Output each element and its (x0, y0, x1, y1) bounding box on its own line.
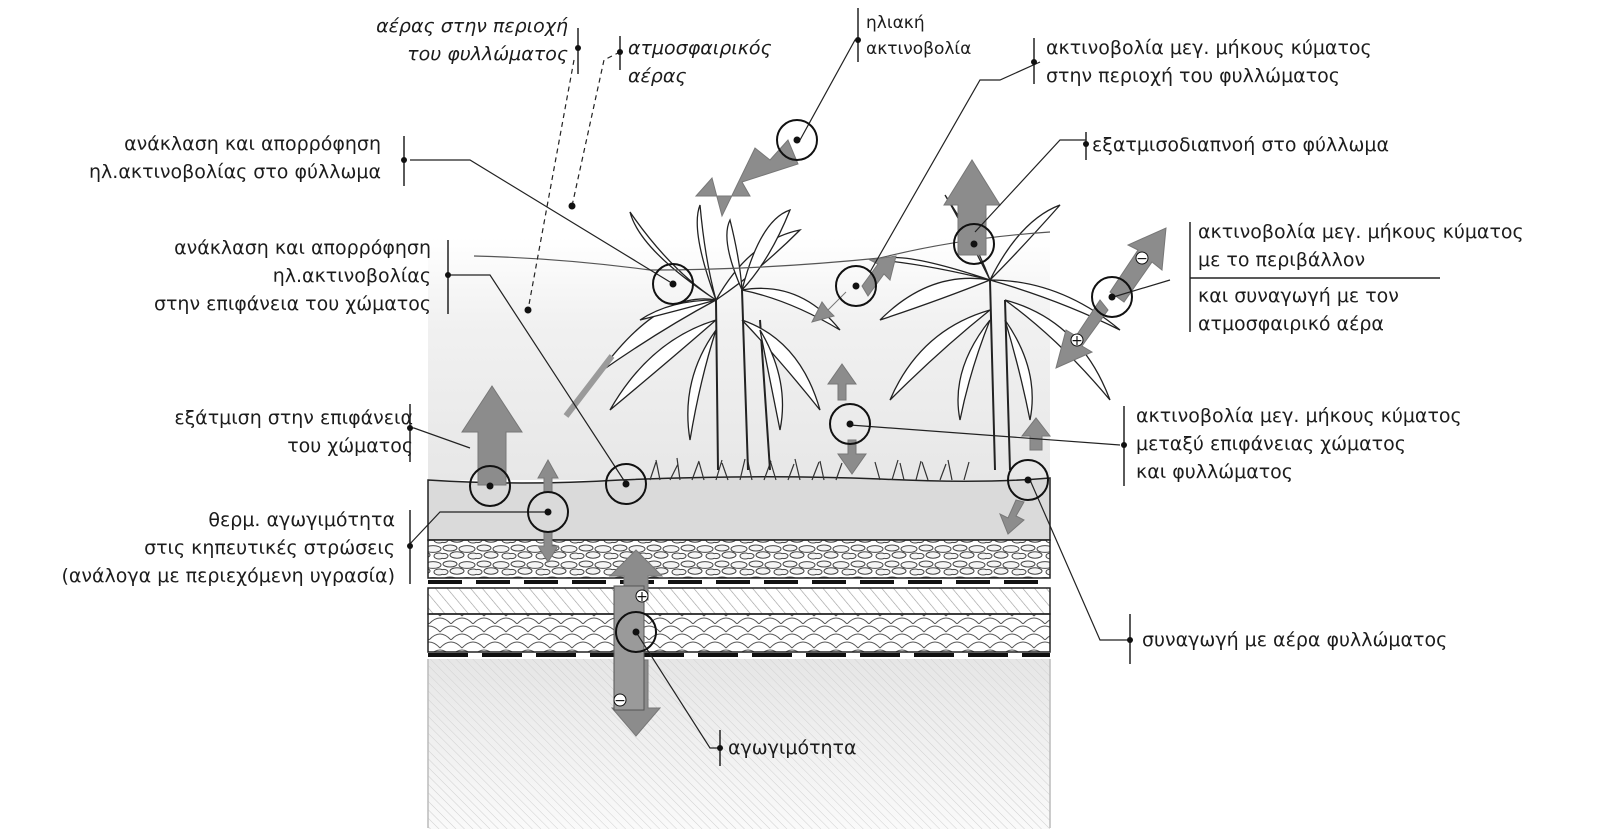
gravel-layer (428, 540, 1050, 578)
atm-air-dot (569, 203, 576, 210)
label-conductivity: αγωγιμότητα (728, 734, 857, 762)
label-convection-atmosphere: και συναγωγή με τον ατμοσφαιρικό αέρα (1198, 282, 1399, 338)
label-atmospheric-air: ατμοσφαιρικός αέρας (628, 34, 772, 90)
label-convection-foliage-air: συναγωγή με αέρα φυλλώματος (1142, 626, 1447, 654)
plus-sign-env: + (1071, 333, 1083, 349)
protection-layer (428, 588, 1050, 614)
label-evapotranspiration: εξατμισοδιαπνοή στο φύλλωμα (1092, 131, 1389, 159)
label-thermal-conductivity: θερμ. αγωγιμότητα στις κηπευτικές στρώσε… (61, 506, 395, 590)
minus-sign-env: − (1136, 251, 1148, 267)
label-evaporation-soil: εξάτμιση στην επιφάνεια του χώματος (174, 404, 413, 460)
soil-layer (428, 477, 1050, 540)
label-longwave-soil-foliage: ακτινοβολία μεγ. μήκους κύματος μεταξύ ε… (1136, 402, 1462, 486)
label-reflection-foliage: ανάκλαση και απορρόφηση ηλ.ακτινοβολίας … (89, 130, 381, 186)
insulation-layer (428, 614, 1050, 652)
label-air-foliage: αέρας στην περιοχή του φυλλώματος (376, 12, 568, 68)
label-longwave-environment: ακτινοβολία μεγ. μήκους κύματος με το πε… (1198, 218, 1524, 274)
air-foliage-dot (525, 307, 532, 314)
label-reflection-soil: ανάκλαση και απορρόφηση ηλ.ακτινοβολίας … (154, 234, 431, 318)
label-longwave-foliage: ακτινοβολία μεγ. μήκους κύματος στην περ… (1046, 34, 1372, 90)
plus-sign-top: + (636, 589, 648, 605)
label-solar-radiation: ηλιακή ακτινοβολία (866, 10, 971, 62)
minus-sign-bottom: − (614, 693, 626, 709)
